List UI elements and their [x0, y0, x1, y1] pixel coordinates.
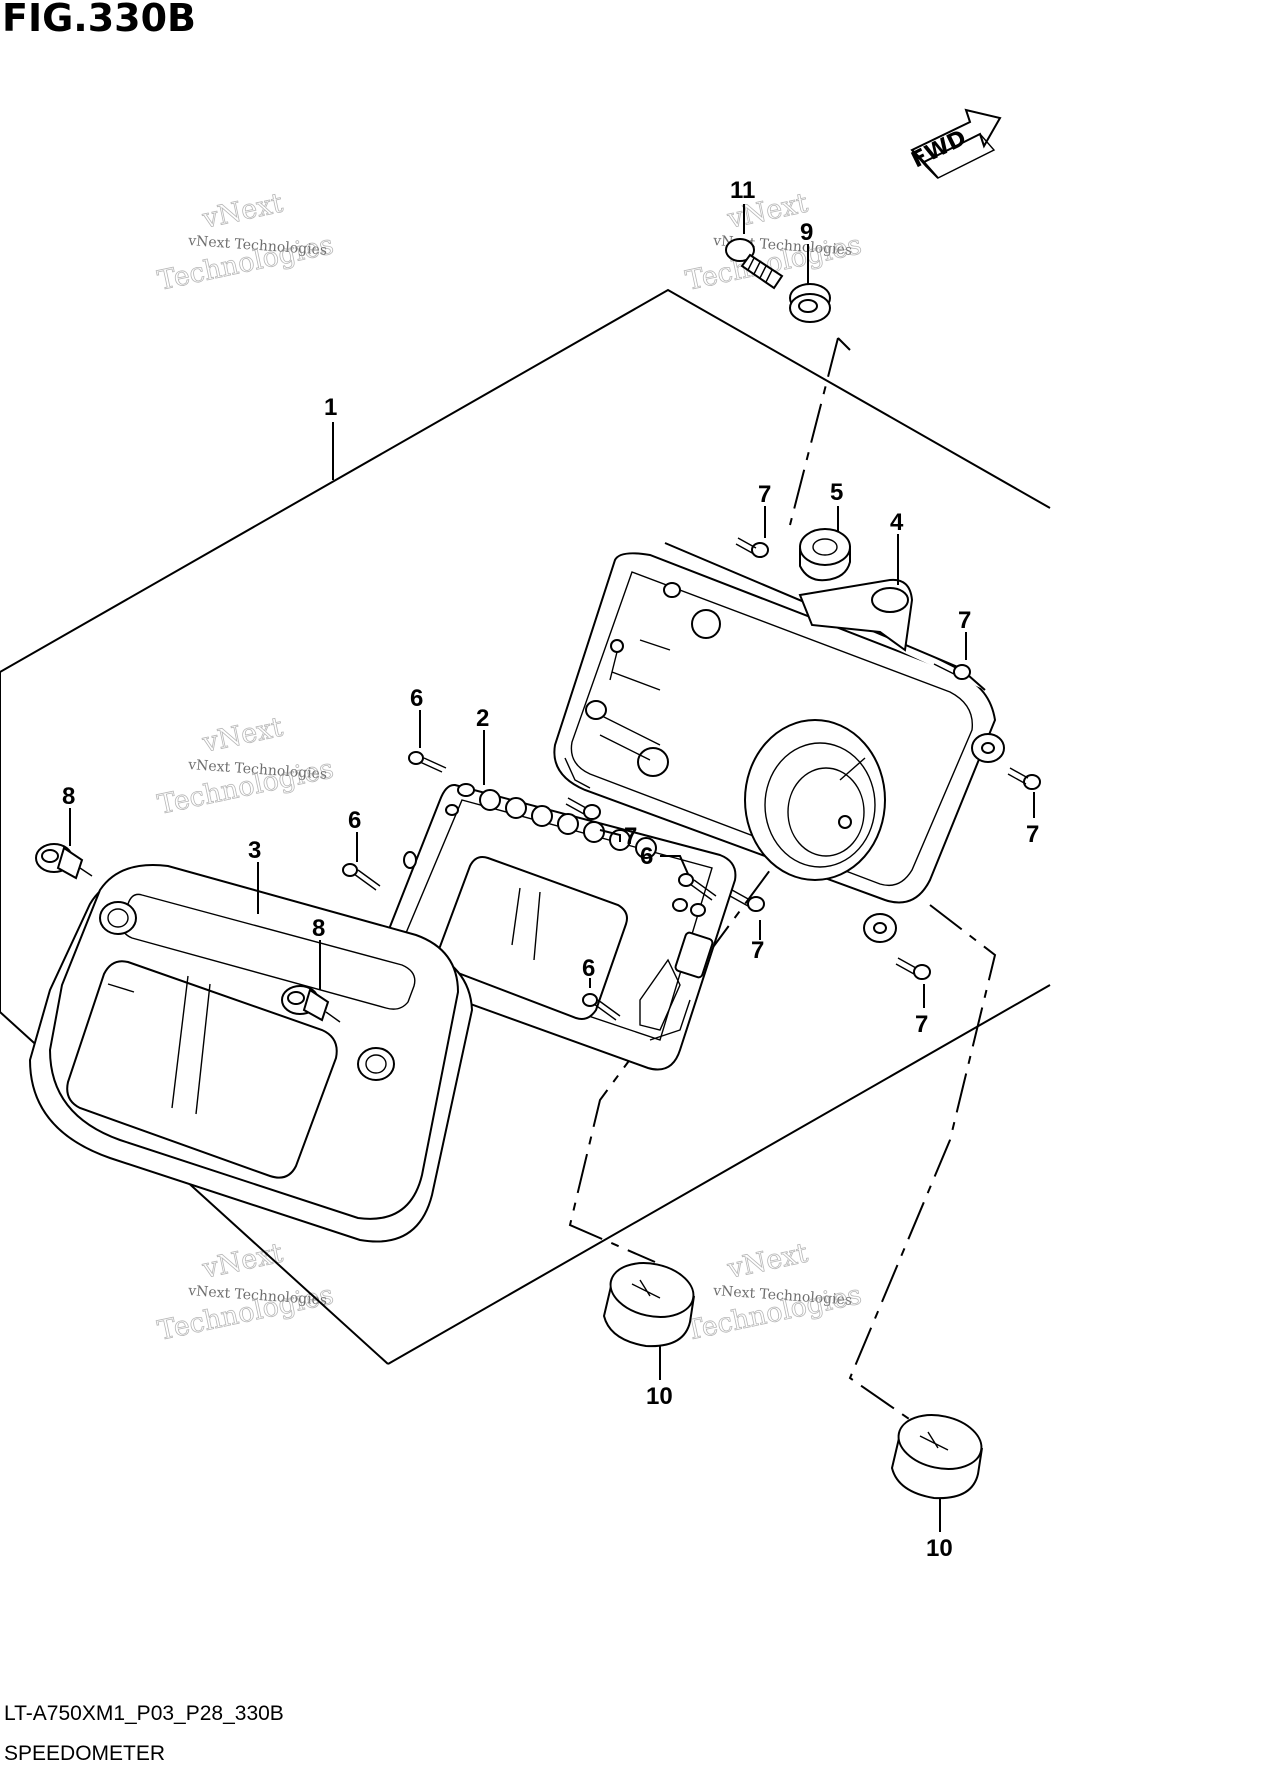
callout-10-lower: 10	[926, 1535, 953, 1562]
callout-8-center: 8	[312, 915, 325, 942]
part-11-screw	[725, 238, 784, 290]
part-7-screw-a	[735, 537, 769, 558]
callout-10-upper: 10	[646, 1383, 673, 1410]
part-7-screw-c	[1007, 767, 1041, 790]
part-10-socket-lower	[890, 1414, 983, 1500]
leader-lines	[69, 204, 1035, 1532]
callout-8-left: 8	[62, 783, 75, 810]
part-7-screw-f	[895, 957, 931, 980]
callout-6-bottom: 6	[582, 955, 595, 982]
part-7-screw-d	[565, 797, 601, 820]
callout-7-top-right: 7	[958, 607, 971, 634]
callout-6-center: 6	[640, 843, 653, 870]
part-4-meter-case	[553, 542, 1005, 943]
part-5-grommet	[799, 528, 851, 582]
figure-name: SPEEDOMETER	[4, 1742, 166, 1765]
figure-code: LT-A750XM1_P03_P28_330B	[4, 1702, 284, 1725]
callout-6-top: 6	[410, 685, 423, 712]
part-6-screw-d	[582, 993, 621, 1021]
watermark-mid-left: vNext vNext Technologies Technologies	[155, 711, 337, 821]
svg-text:vNext: vNext	[199, 712, 286, 759]
part-8-screw-upper	[35, 843, 93, 880]
fwd-arrow-icon: FWD	[908, 108, 1002, 179]
callout-11: 11	[730, 177, 755, 204]
alignment-lines	[568, 337, 997, 1431]
part-6-screw-a	[408, 751, 447, 773]
callout-9: 9	[800, 219, 813, 246]
callout-7-lower-right: 7	[915, 1011, 928, 1038]
svg-text:vNext: vNext	[199, 188, 286, 235]
svg-text:vNext: vNext	[199, 1238, 286, 1285]
callout-1: 1	[324, 394, 337, 421]
callout-2: 2	[476, 705, 489, 732]
figure-title: FIG.330B	[2, 0, 197, 40]
callout-7-center: 7	[751, 937, 764, 964]
callout-6-left: 6	[348, 807, 361, 834]
part-3-meter-cover	[28, 864, 474, 1243]
svg-text:vNext: vNext	[724, 1238, 811, 1285]
part-7-screw-b	[933, 657, 971, 680]
watermark-bottom-right: vNext vNext Technologies Technologies	[683, 1237, 865, 1347]
callout-labels: 11 9 1 5 4 7 7 7 7 7 7 6 2 6 6 6 3 8 8 1…	[62, 177, 1039, 1562]
callout-3: 3	[248, 837, 261, 864]
callout-5: 5	[830, 479, 843, 506]
callout-7-center-left: 7	[624, 823, 637, 850]
part-9-grommet	[788, 283, 832, 323]
callout-7-top-left: 7	[758, 481, 771, 508]
callout-4: 4	[890, 509, 904, 536]
part-7-screw-e	[729, 889, 765, 912]
part-8-screw-lower	[281, 985, 341, 1023]
part-10-socket-upper	[602, 1262, 695, 1348]
part-6-screw-c	[678, 873, 717, 901]
callout-7-right: 7	[1026, 821, 1039, 848]
part-6-screw-b	[342, 863, 381, 891]
watermark-top-left: vNext vNext Technologies Technologies	[155, 187, 337, 297]
